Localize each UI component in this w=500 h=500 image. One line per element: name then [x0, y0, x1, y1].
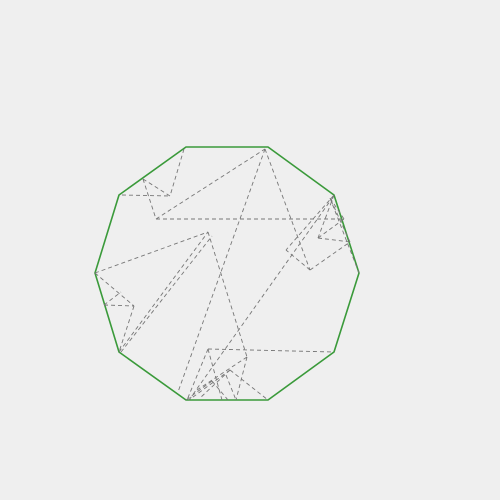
dashed-segment [329, 197, 351, 243]
dashed-segment [94, 272, 135, 307]
dashed-segment [225, 374, 237, 401]
dashed-segment [285, 249, 311, 271]
dashed-segment [188, 196, 334, 401]
dashed-segment [103, 291, 122, 306]
dashed-segment [229, 369, 269, 401]
dashed-segment [155, 148, 266, 220]
dashed-segment [211, 380, 229, 401]
dashed-segment [186, 348, 209, 401]
dashed-segment [94, 231, 209, 274]
dashed-segment [188, 369, 231, 401]
dashed-segment [185, 380, 213, 401]
dashed-segment [169, 148, 185, 197]
dashed-segment [118, 305, 135, 353]
dashed-segment [329, 197, 345, 220]
dashed-segment [207, 348, 335, 353]
dashed-segment [118, 231, 209, 353]
dashed-segment [142, 178, 157, 220]
dashed-segment [285, 194, 335, 251]
dashed-segment [142, 178, 171, 197]
dashed-segment [177, 148, 266, 393]
dashed-segment [264, 148, 311, 271]
dashed-segment [120, 235, 213, 353]
decagon-outline [94, 146, 360, 401]
dashed-segment [317, 218, 345, 239]
dashed-segment [309, 241, 351, 271]
dashed-segment [196, 356, 248, 391]
dashed-segment [199, 369, 231, 399]
dashed-segment [317, 194, 335, 239]
dashed-segment [121, 194, 171, 197]
dashed-segment [207, 348, 223, 401]
dashed-segment [103, 304, 135, 307]
dashed-segment [317, 237, 351, 243]
dashed-segments [94, 148, 360, 401]
dashed-segment [235, 356, 248, 401]
dashed-segment [207, 231, 248, 358]
